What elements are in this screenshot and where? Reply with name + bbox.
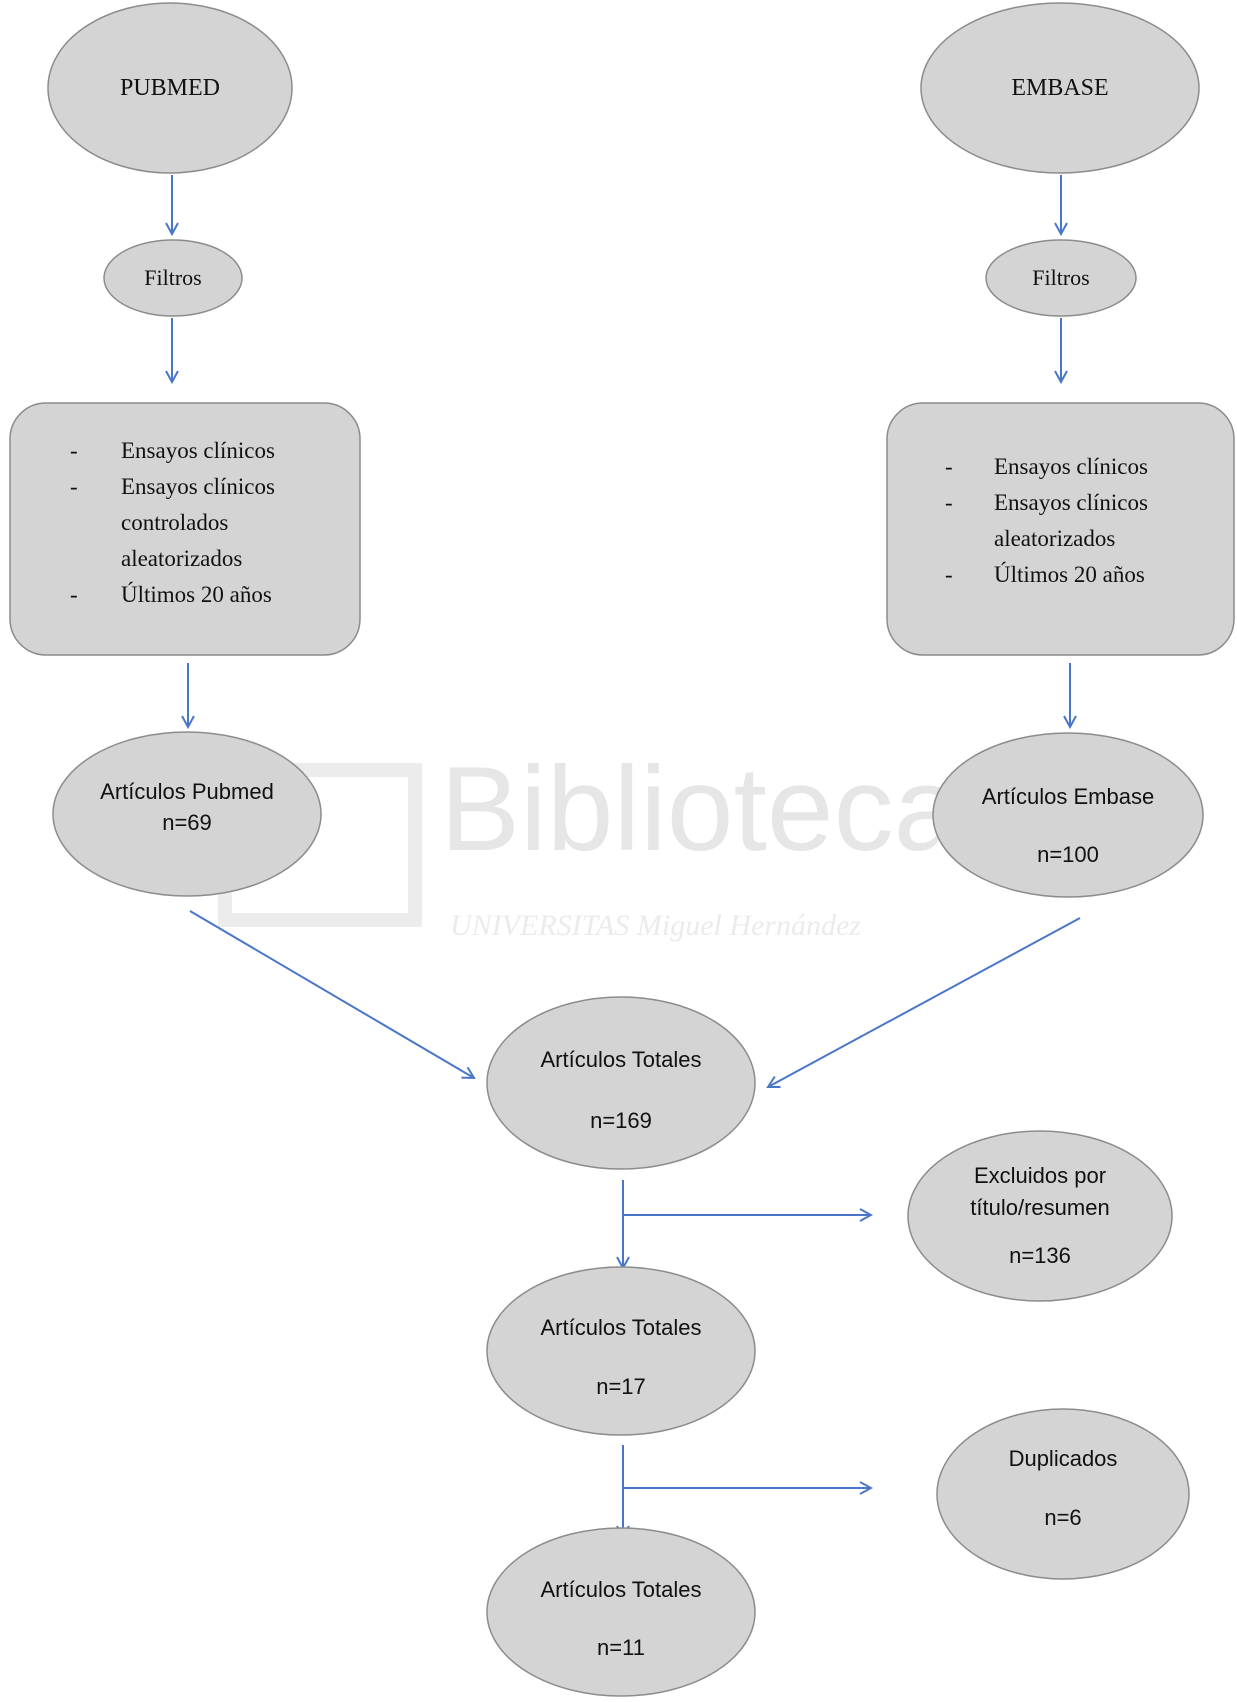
filtros-left-label: Filtros xyxy=(144,265,201,290)
duplicados-node xyxy=(936,1408,1190,1580)
filters-left-bullet: - xyxy=(70,582,78,607)
watermark-title: Biblioteca xyxy=(440,742,961,876)
duplicados-count: n=6 xyxy=(1044,1505,1081,1530)
duplicados-label: Duplicados xyxy=(1009,1446,1118,1471)
filters-left-list: - Ensayos clínicos - Ensayos clínicos co… xyxy=(70,438,275,607)
excluidos-count: n=136 xyxy=(1009,1243,1071,1268)
watermark-subtitle: UNIVERSITAS Miguel Hernández xyxy=(450,909,861,942)
filters-left-bullet: - xyxy=(70,438,78,463)
articulos-pubmed-count: n=69 xyxy=(162,810,212,835)
filtros-right-label: Filtros xyxy=(1032,265,1089,290)
totales-11-count: n=11 xyxy=(597,1635,645,1660)
filters-right-bullet: - xyxy=(945,454,953,479)
filters-right-bullet: - xyxy=(945,562,953,587)
filters-left-item: aleatorizados xyxy=(121,546,242,571)
articulos-embase-label: Artículos Embase xyxy=(982,784,1154,809)
filters-right-item: Últimos 20 años xyxy=(994,561,1145,587)
arrow-pubmed-to-totales xyxy=(189,910,474,1078)
filters-right-item: Ensayos clínicos xyxy=(994,454,1148,479)
excluidos-label-2: título/resumen xyxy=(970,1195,1109,1220)
filters-right-item: aleatorizados xyxy=(994,526,1115,551)
articulos-embase-node xyxy=(932,732,1204,898)
filters-left-item: Ensayos clínicos xyxy=(121,474,275,499)
embase-label: EMBASE xyxy=(1011,75,1108,101)
filters-left-item: Ensayos clínicos xyxy=(121,438,275,463)
arrow-embase-to-totales xyxy=(768,917,1081,1087)
totales-17-node xyxy=(486,1266,756,1436)
totales-169-node xyxy=(486,996,756,1170)
pubmed-node xyxy=(47,2,293,174)
filtros-right-node xyxy=(985,239,1137,317)
filters-left-item: controlados xyxy=(121,510,228,535)
filtros-left-node xyxy=(103,239,243,317)
filters-left-bullet: - xyxy=(70,474,78,499)
excluidos-label-1: Excluidos por xyxy=(974,1163,1106,1188)
filters-right-list: - Ensayos clínicos - Ensayos clínicos al… xyxy=(945,454,1148,587)
embase-node xyxy=(920,2,1200,174)
articulos-pubmed-label: Artículos Pubmed xyxy=(100,779,274,804)
filters-right-item: Ensayos clínicos xyxy=(994,490,1148,515)
articulos-pubmed-node xyxy=(52,731,322,897)
totales-169-count: n=169 xyxy=(590,1108,652,1133)
filters-left-item: Últimos 20 años xyxy=(121,581,272,607)
articulos-embase-count: n=100 xyxy=(1037,842,1099,867)
excluidos-node xyxy=(907,1130,1173,1302)
filters-left-box xyxy=(9,402,361,656)
filters-right-box xyxy=(886,402,1235,656)
totales-17-count: n=17 xyxy=(596,1374,646,1399)
totales-11-label: Artículos Totales xyxy=(540,1577,701,1602)
watermark: Biblioteca UNIVERSITAS Miguel Hernández xyxy=(218,742,961,942)
totales-17-label: Artículos Totales xyxy=(540,1315,701,1340)
totales-169-label: Artículos Totales xyxy=(540,1047,701,1072)
totales-11-node xyxy=(486,1527,756,1697)
filters-right-bullet: - xyxy=(945,490,953,515)
pubmed-label: PUBMED xyxy=(120,75,220,101)
